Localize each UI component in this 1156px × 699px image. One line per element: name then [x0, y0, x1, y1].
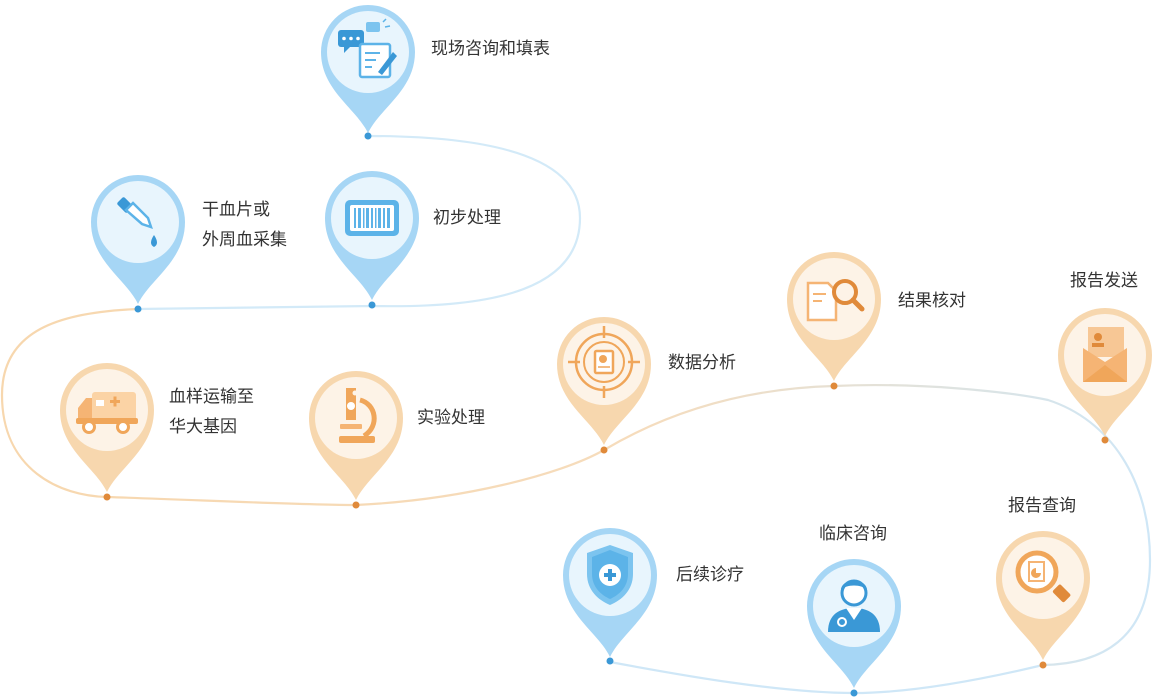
step-pin-onsite-consult [321, 5, 415, 140]
envelope-icon [1083, 327, 1127, 382]
step-label-blood-collection-line2: 外周血采集 [202, 230, 287, 250]
step-label-sample-transport-line1: 血样运输至 [169, 387, 254, 407]
step-pin-report-query [996, 531, 1090, 669]
step-pin-blood-collection [91, 175, 185, 313]
step-label-follow-up-treatment: 后续诊疗 [676, 565, 744, 585]
medical-shield-icon [587, 545, 633, 605]
microscope-icon [339, 388, 377, 443]
step-pin-clinical-consult [807, 559, 901, 697]
step-label-sample-transport-line2: 华大基因 [169, 417, 237, 437]
step-pin-data-analysis [557, 317, 651, 454]
step-label-lab-processing: 实验处理 [417, 408, 485, 428]
step-label-result-check: 结果核对 [898, 291, 966, 311]
step-pin-result-check [787, 252, 881, 390]
step-label-data-analysis: 数据分析 [668, 353, 736, 373]
step-pin-report-send [1058, 308, 1152, 444]
doctor-icon [828, 579, 880, 632]
step-label-onsite-consult: 现场咨询和填表 [431, 39, 550, 59]
target-report-icon [568, 326, 640, 398]
step-pin-initial-processing [325, 170, 419, 309]
step-pin-lab-processing [309, 371, 403, 509]
step-label-report-query: 报告查询 [1008, 496, 1076, 516]
report-magnifier-icon [1015, 550, 1071, 603]
dropper-icon [117, 197, 157, 247]
document-search-icon [806, 279, 865, 322]
chat-form-icon [338, 18, 397, 79]
step-label-report-send: 报告发送 [1070, 271, 1138, 291]
barcode-icon [345, 200, 399, 236]
step-pin-sample-transport [59, 362, 154, 501]
step-pin-follow-up-treatment [563, 528, 657, 665]
step-label-initial-processing: 初步处理 [433, 208, 501, 228]
step-label-blood-collection-line1: 干血片或 [202, 200, 270, 220]
flow-path-segment-1 [137, 134, 582, 311]
flow-path-segment-3 [609, 660, 1044, 695]
ambulance-icon [76, 392, 138, 434]
step-label-clinical-consult: 临床咨询 [819, 524, 887, 544]
